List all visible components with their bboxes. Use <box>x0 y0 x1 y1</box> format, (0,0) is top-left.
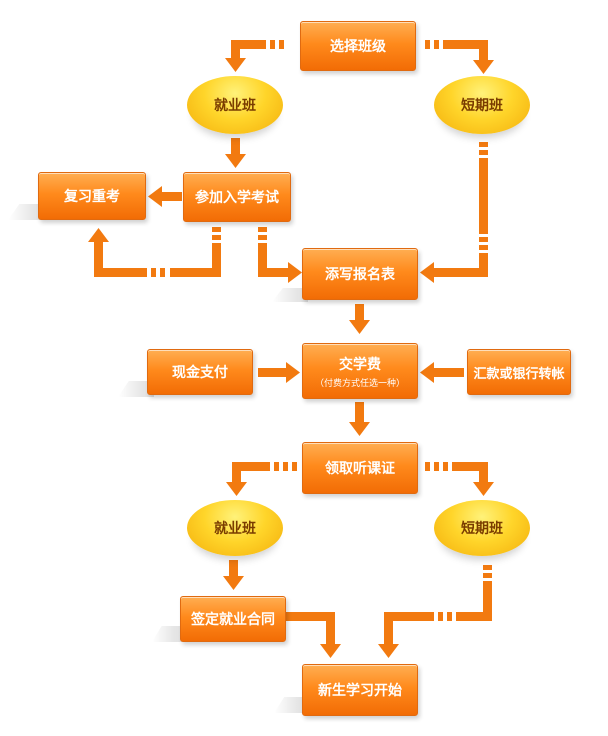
sign-contract-label: 签定就业合同 <box>191 612 275 628</box>
get-attendance-pass-label: 领取听课证 <box>325 461 395 477</box>
cash-payment-label: 现金支付 <box>172 365 228 381</box>
connector-pay-to-pass <box>349 402 370 436</box>
get-attendance-pass-box: 领取听课证 <box>302 442 418 494</box>
cash-payment-box: 现金支付 <box>147 349 253 395</box>
select-class-label: 选择班级 <box>330 39 386 55</box>
connector-pass-to-short-class <box>425 462 494 496</box>
job-class-oval: 就业班 <box>187 76 283 134</box>
entrance-exam-label: 参加入学考试 <box>195 190 279 206</box>
contract-box-shadow <box>152 626 184 642</box>
pay-fee-label: 交学费 <box>339 356 381 373</box>
connector-job-class-to-exam <box>225 138 246 168</box>
cash-box-shadow <box>118 381 154 397</box>
connector-remit-to-pay <box>420 362 464 383</box>
job-class-label: 就业班 <box>214 98 256 114</box>
remittance-box: 汇款或银行转帐 <box>467 349 571 395</box>
connector-select-to-job-class <box>225 40 284 72</box>
connector-form-to-pay <box>349 304 370 334</box>
fill-form-box: 添写报名表 <box>302 248 418 300</box>
connector-cash-to-pay <box>258 362 300 383</box>
short-class-oval: 短期班 <box>434 76 530 134</box>
review-label: 复习重考 <box>64 189 120 205</box>
review-box: 复习重考 <box>38 172 146 220</box>
connector-contract-to-start <box>285 612 341 658</box>
start-box-shadow <box>274 697 308 713</box>
short-class-label-2: 短期班 <box>461 521 503 537</box>
remittance-label: 汇款或银行转帐 <box>473 366 565 382</box>
connector-select-to-short-class <box>425 40 494 74</box>
pay-fee-note: （付费方式任选一种） <box>314 378 405 389</box>
entrance-exam-box: 参加入学考试 <box>183 172 291 222</box>
connector-job-class-to-contract <box>223 560 244 590</box>
fill-form-box-shadow <box>272 288 308 302</box>
connector-pass-to-job-class <box>226 462 297 496</box>
study-start-label: 新生学习开始 <box>318 683 402 699</box>
select-class-box: 选择班级 <box>300 21 416 71</box>
job-class-label-2: 就业班 <box>214 521 256 537</box>
sign-contract-box: 签定就业合同 <box>180 596 286 642</box>
connector-short-class-to-start <box>378 565 492 658</box>
fill-form-label: 添写报名表 <box>325 267 395 283</box>
short-class-label: 短期班 <box>461 98 503 114</box>
connector-exam-to-review <box>148 186 182 207</box>
connector-exam-to-form <box>258 227 302 283</box>
connector-short-class-to-form <box>420 142 488 283</box>
review-box-shadow <box>8 204 46 220</box>
pay-fee-box: 交学费 （付费方式任选一种） <box>302 343 418 399</box>
job-class-oval-2: 就业班 <box>187 500 283 556</box>
short-class-oval-2: 短期班 <box>434 500 530 556</box>
study-start-box: 新生学习开始 <box>302 664 418 716</box>
connector-exam-loop-back-to-review <box>88 227 221 277</box>
